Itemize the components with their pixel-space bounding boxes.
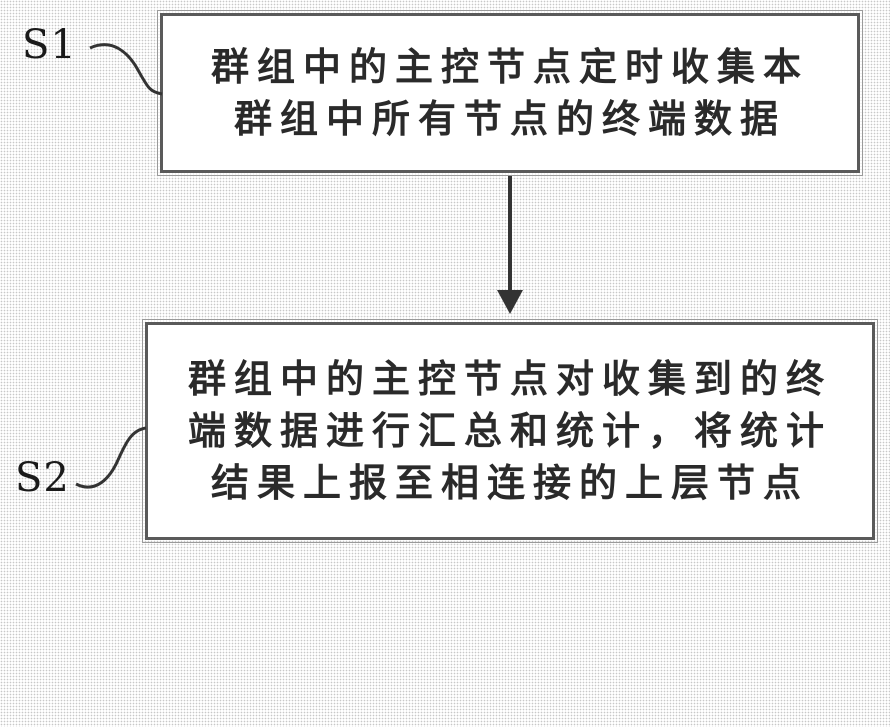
step-label-s2: S2	[15, 455, 70, 501]
leader-line-s2	[75, 426, 147, 489]
step-text-s2: 群组中的主控节点对收集到的终 端数据进行汇总和统计，将统计 结果上报至相连接的上…	[187, 356, 832, 505]
step-label-s1: S1	[22, 22, 77, 68]
step-box-s1: 群组中的主控节点定时收集本 群组中所有节点的终端数据	[157, 10, 863, 176]
leader-line-s1	[89, 43, 163, 96]
step-text-s1: 群组中的主控节点定时收集本 群组中所有节点的终端数据	[210, 44, 809, 141]
step-box-s2: 群组中的主控节点对收集到的终 端数据进行汇总和统计，将统计 结果上报至相连接的上…	[142, 319, 878, 543]
flow-arrow-head-icon	[497, 290, 523, 314]
